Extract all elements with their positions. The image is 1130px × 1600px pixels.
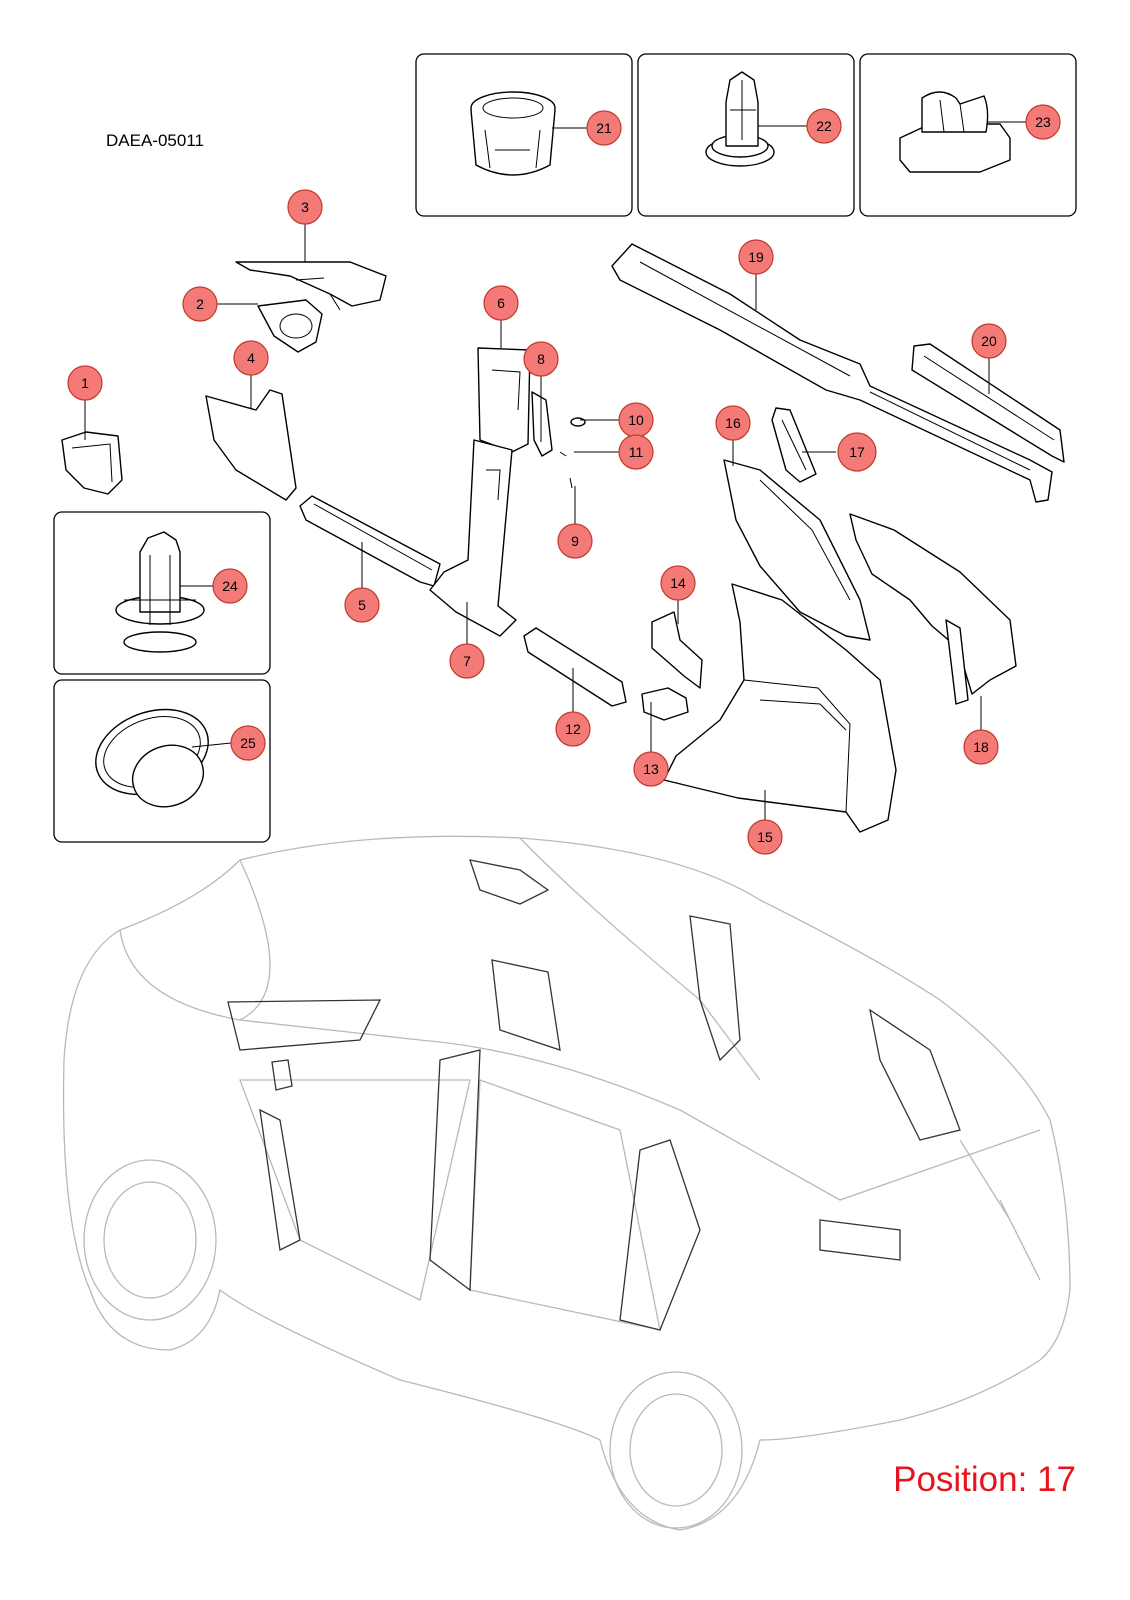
callout-14[interactable]: 14	[660, 565, 696, 601]
vehicle-outline	[62, 835, 1071, 1531]
callout-label: 16	[725, 415, 741, 431]
callout-label: 14	[670, 575, 686, 591]
part-10-11	[559, 417, 586, 489]
callout-23[interactable]: 23	[1025, 104, 1061, 140]
callout-10[interactable]: 10	[618, 402, 654, 438]
part-4	[205, 389, 297, 501]
part-19	[611, 243, 1053, 503]
leader-lines	[84, 121, 1026, 820]
callout-label: 7	[463, 653, 471, 669]
inset-box-25	[53, 679, 271, 843]
callout-5[interactable]: 5	[344, 587, 380, 623]
callout-25[interactable]: 25	[230, 725, 266, 761]
callout-label: 6	[497, 295, 505, 311]
callout-12[interactable]: 12	[555, 711, 591, 747]
inset-box-24	[53, 511, 271, 675]
callout-2[interactable]: 2	[182, 286, 218, 322]
inset-box-21	[415, 53, 633, 217]
part-15	[663, 583, 897, 833]
callout-label: 9	[571, 533, 579, 549]
callout-label: 17	[849, 444, 865, 460]
callout-label: 10	[628, 412, 644, 428]
callout-18[interactable]: 18	[963, 729, 999, 765]
part-18	[849, 513, 1017, 705]
callout-24[interactable]: 24	[212, 568, 248, 604]
callout-15[interactable]: 15	[747, 819, 783, 855]
callout-label: 25	[240, 735, 256, 751]
callout-label: 15	[757, 829, 773, 845]
callout-label: 13	[643, 761, 659, 777]
callout-4[interactable]: 4	[233, 340, 269, 376]
callout-3[interactable]: 3	[287, 189, 323, 225]
callout-21[interactable]: 21	[586, 110, 622, 146]
callout-label: 4	[247, 350, 255, 366]
part-12	[523, 627, 627, 707]
inset-box-23	[859, 53, 1077, 217]
part-5	[299, 495, 441, 587]
callout-19[interactable]: 19	[738, 239, 774, 275]
part-3	[235, 261, 387, 311]
callout-label: 11	[629, 444, 644, 460]
callout-6[interactable]: 6	[483, 285, 519, 321]
callout-label: 24	[222, 578, 238, 594]
callout-label: 8	[537, 351, 545, 367]
part-16	[723, 459, 871, 641]
callout-label: 18	[973, 739, 989, 755]
callout-8[interactable]: 8	[523, 341, 559, 377]
part-6-7	[429, 347, 531, 637]
diagram-code: DAEA-05011	[106, 131, 204, 150]
part-2	[257, 299, 323, 353]
callout-9[interactable]: 9	[557, 523, 593, 559]
callout-11[interactable]: 11	[618, 434, 654, 470]
callout-label: 23	[1035, 114, 1051, 130]
callout-13[interactable]: 13	[633, 751, 669, 787]
part-17	[771, 407, 817, 483]
callout-1[interactable]: 1	[67, 365, 103, 401]
callout-label: 1	[81, 375, 89, 391]
inset-box-22	[637, 53, 855, 217]
callout-label: 5	[358, 597, 366, 613]
callout-7[interactable]: 7	[449, 643, 485, 679]
callout-20[interactable]: 20	[971, 323, 1007, 359]
callout-22[interactable]: 22	[806, 108, 842, 144]
callout-label: 12	[565, 721, 581, 737]
callout-label: 19	[748, 249, 764, 265]
part-8	[531, 391, 553, 457]
callout-label: 21	[596, 120, 612, 136]
callout-label: 22	[816, 118, 832, 134]
callout-label: 2	[196, 296, 204, 312]
callout-label: 3	[301, 199, 309, 215]
part-14	[651, 611, 703, 689]
position-label: Position: 17	[893, 1460, 1076, 1499]
part-20	[911, 343, 1065, 463]
callout-label: 20	[981, 333, 997, 349]
callout-16[interactable]: 16	[715, 405, 751, 441]
callout-17[interactable]: 17	[837, 432, 877, 472]
part-13	[641, 687, 689, 721]
part-1	[61, 431, 123, 495]
